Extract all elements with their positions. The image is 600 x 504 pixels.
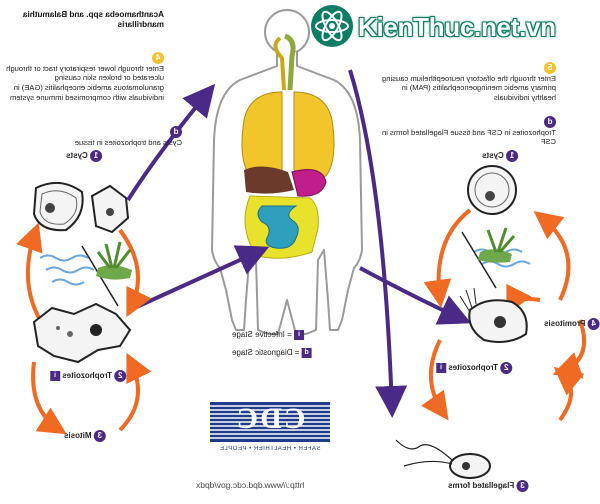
left-cyst-1 xyxy=(32,181,84,232)
step-d-badge-left: d xyxy=(170,125,182,138)
step-5-badge: 5 xyxy=(544,61,556,74)
watermark: KienThuc.net.vn xyxy=(292,2,600,54)
right-promitosis-label: 4 Promitosis xyxy=(544,318,600,330)
infective-marker-right: i xyxy=(436,363,446,373)
right-flagellated-form xyxy=(395,439,491,479)
step-d-badge-right: d xyxy=(544,115,556,128)
atom-icon xyxy=(311,5,353,47)
right-cycle-arrows xyxy=(421,208,586,422)
cdc-logo-graphic xyxy=(206,400,334,464)
infective-marker: i xyxy=(50,371,60,381)
left-trophozoite xyxy=(32,302,132,364)
left-cyst-2 xyxy=(90,184,130,234)
human-body-figure xyxy=(211,9,363,335)
right-panel-stepd-text: Trophozoites in CSF and tissue Flagellat… xyxy=(381,127,556,147)
right-plant-soil xyxy=(478,227,516,263)
right-trophozoites-label: 2 Trophozoites i xyxy=(436,362,513,374)
legend-infective: i = Infective Stage xyxy=(232,330,305,340)
left-mitosis-label: 3 Mitosis xyxy=(64,430,106,442)
left-panel-title: Acanthamoeba spp. and Balamuthia mandril… xyxy=(22,10,164,30)
left-trophozoites-label: 2 Trophozoites i xyxy=(50,370,127,382)
left-water-waves xyxy=(39,254,95,286)
left-panel-stepd: d Cysts and trophozoites in tissue xyxy=(22,116,182,147)
legend-diagnostic: d = Diagnostic Stage xyxy=(232,348,312,358)
left-panel-step4: 4 Enter through lower respiratory tract … xyxy=(4,42,164,103)
cdc-tagline: SAFER • HEALTHIER • PEOPLE xyxy=(219,446,321,452)
right-panel-stepd: d Trophozoites in CSF and tissue Flagell… xyxy=(380,106,556,147)
right-flagellated-label: 3 Flagellated forms xyxy=(448,480,529,492)
right-cysts-label: 1 Cysts xyxy=(482,150,519,162)
step-4-badge: 4 xyxy=(152,51,164,64)
right-trophozoite xyxy=(459,287,528,343)
cdc-logo-text: CDC xyxy=(234,402,306,435)
left-cycle-arrows xyxy=(16,222,152,435)
cdc-url: http://www.dpd.cdc.gov/dpdx xyxy=(196,480,305,490)
left-panel-stepd-text: Cysts and trophozoites in tissue xyxy=(74,137,182,147)
transmission-arrows xyxy=(126,69,472,418)
right-panel-step5: 5 Enter through the olfactory neuroepith… xyxy=(380,52,556,103)
watermark-text: KienThuc.net.vn xyxy=(358,12,556,42)
left-cysts-label: 1 Cysts xyxy=(66,150,103,162)
left-panel-step4-text: Enter through lower respiratory tract or… xyxy=(6,63,164,102)
right-cyst xyxy=(467,165,517,215)
left-plant-soil xyxy=(96,241,132,280)
right-panel-step5-text: Enter through the olfactory neuroepithel… xyxy=(382,73,556,103)
